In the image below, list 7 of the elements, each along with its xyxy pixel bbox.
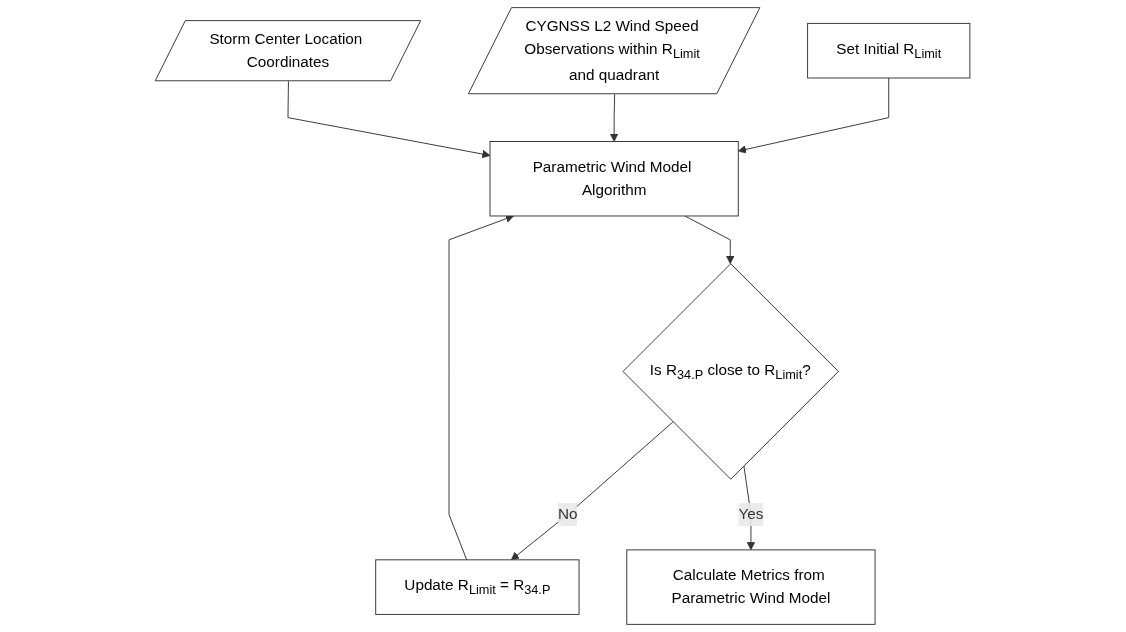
node-box: Calculate Metrics from Parametric Wind Model [626, 549, 876, 625]
edge-label: No [558, 505, 578, 523]
node-box: Parametric Wind Model Algorithm [489, 141, 740, 217]
node-diamond: Is R$_{34.P}$ close to R$_{Limit}$? [622, 263, 840, 480]
node-box: Set Initial R$_{Limit}$ [807, 22, 971, 79]
node-box: Update R$_{Limit}$ = R$_{34.P}$ [375, 559, 580, 615]
edge-label: Yes [738, 505, 764, 523]
